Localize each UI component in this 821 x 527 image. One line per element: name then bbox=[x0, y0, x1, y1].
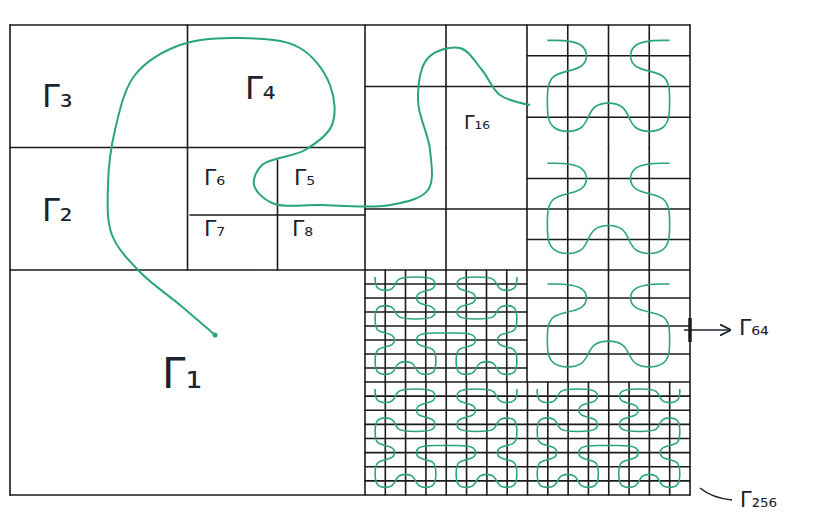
grid-line bbox=[10, 269, 690, 271]
curve-segment bbox=[547, 284, 669, 367]
grid-line bbox=[527, 353, 690, 355]
grid-line bbox=[527, 116, 690, 118]
curve-segment bbox=[108, 38, 530, 335]
region-label: Γ₁₆ bbox=[462, 112, 492, 134]
grid-line bbox=[365, 297, 527, 299]
leader-lines bbox=[684, 318, 732, 500]
grid-line bbox=[526, 25, 528, 382]
grid-line bbox=[365, 367, 527, 369]
region-label: Γ₂ bbox=[40, 192, 75, 229]
region-label: Γ₄ bbox=[243, 70, 278, 107]
grid-line bbox=[10, 147, 365, 149]
grid-line bbox=[365, 208, 527, 210]
curve-segment bbox=[537, 389, 680, 487]
region-label: Γ₆₄ bbox=[737, 315, 771, 340]
grid-line bbox=[10, 24, 690, 26]
grid-line bbox=[527, 239, 690, 241]
region-label: Γ₆ bbox=[202, 165, 227, 190]
curve-segment bbox=[547, 40, 669, 131]
leader-line bbox=[700, 488, 732, 500]
grid-line bbox=[365, 311, 527, 313]
space-filling-curve bbox=[108, 38, 680, 487]
grid-line bbox=[365, 409, 690, 411]
grid-line bbox=[365, 325, 527, 327]
region-label: Γ₁ bbox=[160, 350, 204, 398]
curve-end bbox=[213, 333, 218, 338]
grid-line bbox=[527, 297, 690, 299]
grid-line bbox=[365, 86, 527, 88]
grid-line bbox=[365, 424, 690, 426]
curve-segment bbox=[547, 163, 669, 253]
grid-line bbox=[527, 178, 690, 180]
region-label: Γ₂₅₆ bbox=[738, 488, 779, 512]
grid-line bbox=[9, 25, 11, 495]
grid-line bbox=[527, 86, 690, 88]
grid-line bbox=[365, 452, 690, 454]
curve-segment bbox=[375, 277, 517, 374]
grid-line bbox=[365, 480, 690, 482]
tick-mark bbox=[688, 318, 692, 342]
grid-line bbox=[365, 466, 690, 468]
region-label: Γ₇ bbox=[202, 216, 227, 241]
grid-line bbox=[527, 208, 690, 210]
grid-line bbox=[365, 395, 690, 397]
grid-lines bbox=[10, 25, 690, 495]
grid-line bbox=[527, 325, 690, 327]
region-label: Γ₈ bbox=[290, 216, 315, 241]
grid-line bbox=[365, 353, 527, 355]
grid-line bbox=[527, 55, 690, 57]
curve-segment bbox=[375, 389, 517, 487]
grid-line bbox=[365, 339, 527, 341]
grid-line bbox=[365, 438, 690, 440]
grid-line bbox=[365, 283, 527, 285]
region-label: Γ₃ bbox=[40, 78, 75, 115]
region-label: Γ₅ bbox=[292, 165, 317, 190]
